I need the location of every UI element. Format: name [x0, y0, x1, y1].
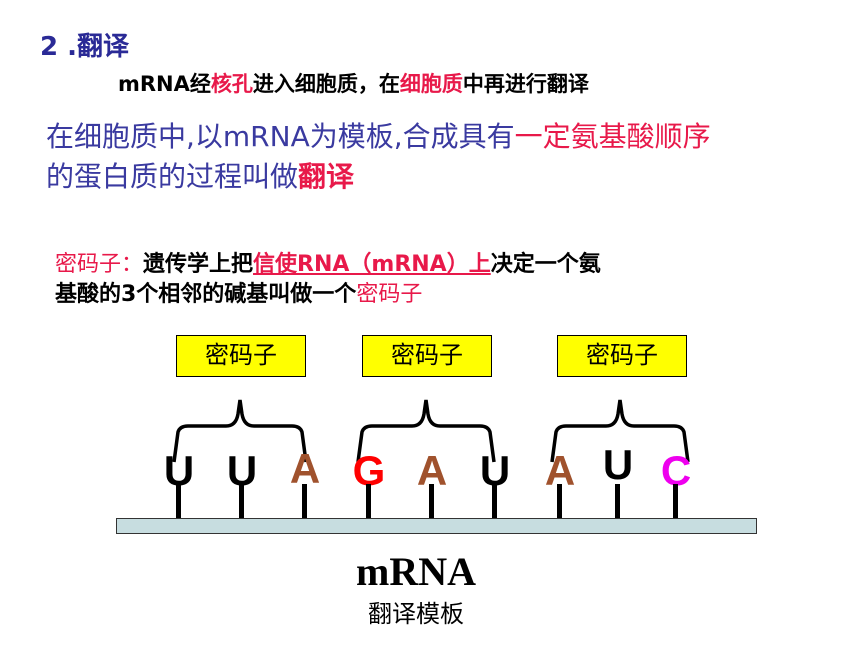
codon-box-2: 密码子 [362, 335, 492, 377]
intro-part-1: mRNA经 [118, 72, 211, 96]
brace-1 [172, 399, 308, 463]
section-title: 2 .翻译 [40, 32, 130, 62]
intro-part-5: 中再进行翻译 [462, 72, 589, 96]
codon-def-text-a: 遗传学上把 [143, 252, 254, 277]
definition-line-1: 在细胞质中,以mRNA为模板,合成具有一定氨基酸顺序 [46, 120, 711, 154]
base-stem-1 [176, 484, 181, 520]
definition-highlight-2: 翻译 [298, 160, 355, 193]
definition-text-2: 的蛋白质的过程叫做 [46, 160, 299, 193]
mrna-label: mRNA [356, 549, 476, 594]
codon-def-text-d: 基酸的3个相邻的碱基叫做一个 [55, 282, 357, 307]
intro-cytoplasm: 细胞质 [399, 72, 463, 96]
base-stem-3 [302, 484, 307, 520]
mrna-sublabel: 翻译模板 [368, 600, 464, 628]
mrna-strand [116, 518, 757, 534]
codon-def-text-c: 决定一个氨 [490, 252, 601, 277]
intro-nuclear-pore: 核孔 [210, 72, 253, 96]
base-stem-8 [615, 484, 620, 520]
definition-text-1: 在细胞质中,以mRNA为模板,合成具有 [46, 120, 515, 153]
base-stem-2 [239, 484, 244, 520]
base-stem-7 [557, 484, 562, 520]
codon-definition-line-2: 基酸的3个相邻的碱基叫做一个密码子 [55, 280, 422, 310]
definition-line-2: 的蛋白质的过程叫做翻译 [46, 160, 354, 194]
brace-2 [356, 399, 496, 463]
codon-box-1: 密码子 [176, 335, 306, 377]
definition-highlight-1: 一定氨基酸顺序 [514, 120, 711, 153]
codon-definition-line-1: 密码子：遗传学上把信使RNA（mRNA）上决定一个氨 [55, 250, 601, 280]
codon-term: 密码子： [55, 252, 144, 277]
codon-def-mrna: 信使RNA（mRNA）上 [253, 252, 491, 277]
base-stem-9 [673, 484, 678, 520]
base-8: U [602, 441, 634, 488]
base-3: A [289, 445, 321, 492]
intro-line: mRNA经核孔进入细胞质，在细胞质中再进行翻译 [118, 68, 589, 98]
base-stem-5 [429, 484, 434, 520]
intro-part-3: 进入细胞质，在 [252, 72, 400, 96]
base-stem-4 [366, 484, 371, 520]
codon-box-3: 密码子 [557, 335, 687, 377]
base-stem-6 [492, 484, 497, 520]
codon-def-term-end: 密码子 [356, 282, 423, 307]
brace-3 [550, 399, 690, 463]
